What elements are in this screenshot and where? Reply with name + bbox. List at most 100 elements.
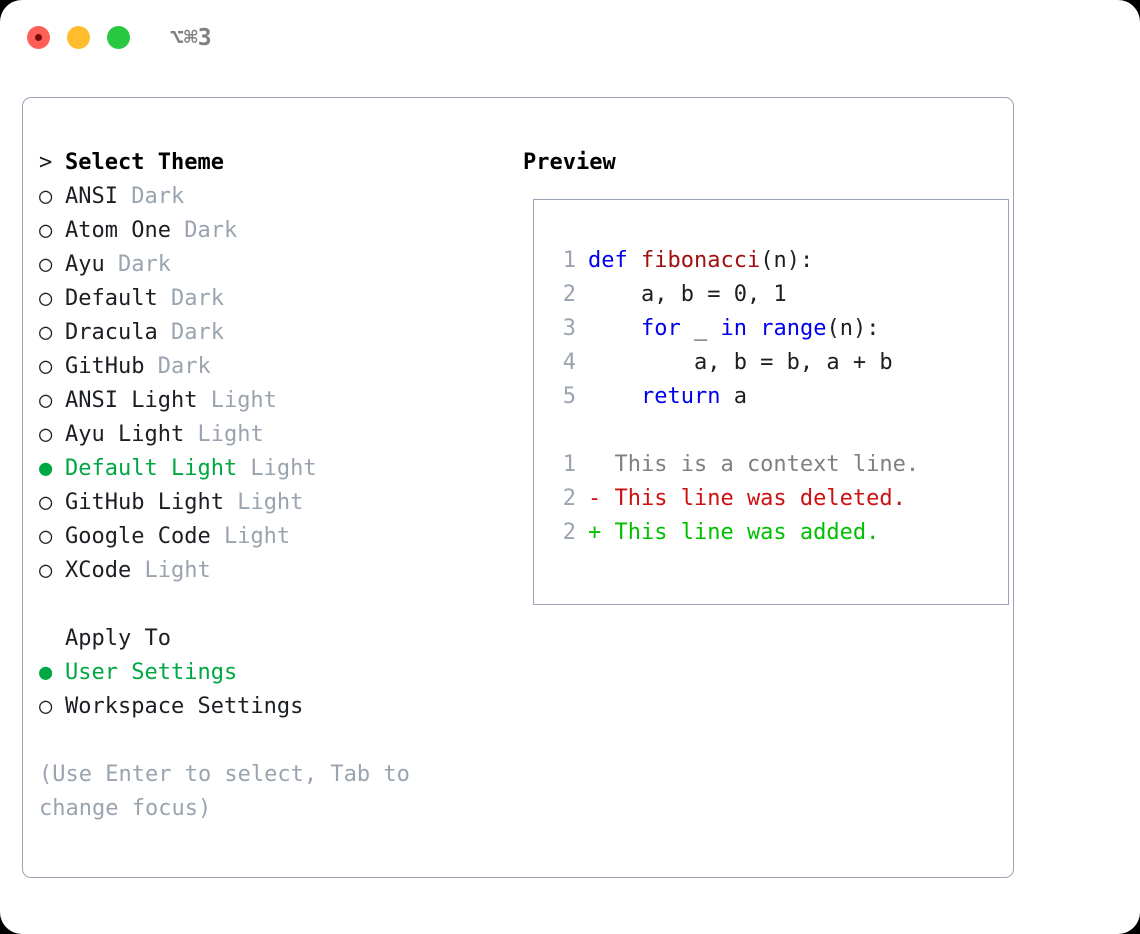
theme-list-item-8[interactable]: ●Default Light Light [39,452,489,486]
code-diff-separator [550,414,919,448]
line-number: 2 [562,486,576,511]
code-token [628,248,641,273]
code-token: range [760,316,827,341]
item-label: Apply To [65,626,171,651]
item-label: Ayu Light [65,422,185,447]
code-line-text: a, b = 0, 1 [576,278,787,312]
item-category-label: Light [184,422,264,447]
code-line-3: 4 a, b = b, a + b [550,346,919,380]
item-category-label: Dark [157,286,224,311]
item-category-label: Light [197,388,277,413]
code-line-text: return a [576,380,747,414]
close-button-icon[interactable] [27,26,50,49]
apply-to-item-1[interactable]: ○ Workspace Settings [39,690,489,724]
theme-list-item-10[interactable]: ○Google Code Light [39,520,489,554]
radio-selected-icon: ● [39,660,53,685]
code-line-text: for _ in range(n): [576,312,879,346]
item-label: User Settings [65,660,238,685]
code-token [588,384,641,409]
line-number: 2 [562,520,576,545]
item-label: GitHub [65,354,145,379]
preview-title: Preview [523,150,616,175]
radio-unselected-icon: ○ [39,286,53,311]
apply-to-item-0[interactable]: ● User Settings [39,656,489,690]
apply-to-header: Apply To [39,622,489,656]
radio-unselected-icon: ○ [39,558,53,583]
diff-line-2: 2 + This line was added. [550,516,919,550]
minimize-button-icon[interactable] [67,26,90,49]
line-number: 5 [562,384,576,409]
code-token: + This line was added. [588,520,880,545]
code-line-text: + This line was added. [576,516,879,550]
radio-unselected-icon: ○ [39,694,53,719]
item-label: Ayu [65,252,105,277]
code-token: (n): [760,248,814,273]
item-category-label: Dark [157,320,224,345]
line-number: 2 [562,282,576,307]
window-controls [27,26,130,49]
code-token: for [640,316,681,341]
hint-gap [39,724,489,758]
code-token: in [720,316,747,341]
code-line-2: 3 for _ in range(n): [550,312,919,346]
code-token [588,316,641,341]
item-label: ANSI [65,184,118,209]
item-label: GitHub Light [65,490,224,515]
theme-list-item-9[interactable]: ○ GitHub Light Light [39,486,489,520]
code-line-text: a, b = b, a + b [576,346,893,380]
apply-to-list[interactable]: Apply To ● User Settings ○ Workspace Setting… [39,622,489,724]
keyboard-hint-text: (Use Enter to select, Tab to change focu… [39,762,410,821]
code-line-text: def fibonacci(n): [576,244,813,278]
code-token: _ [680,316,721,341]
code-line-text: This is a context line. [576,448,919,482]
code-token: a, b = b, a + b [588,350,893,375]
code-token: (n): [826,316,880,341]
item-label: Default Light [65,456,238,481]
theme-list-item-1[interactable]: ○Atom One Dark [39,214,489,248]
diff-line-0: 1 This is a context line. [550,448,919,482]
theme-list-item-11[interactable]: ○XCode Light [39,554,489,588]
item-label: Atom One [65,218,171,243]
theme-list-item-3[interactable]: ○ Default Dark [39,282,489,316]
theme-list-item-0[interactable]: ○ANSI Dark [39,180,489,214]
radio-unselected-icon: ○ [39,388,53,413]
code-line-text: - This line was deleted. [576,482,906,516]
radio-unselected-icon: ○ [39,252,53,277]
code-token: a, b = 0, 1 [588,282,787,307]
diff-line-1: 2 - This line was deleted. [550,482,919,516]
maximize-button-icon[interactable] [107,26,130,49]
item-label: Select Theme [65,150,224,175]
radio-unselected-icon: ○ [39,320,53,345]
item-label: Workspace Settings [65,694,304,719]
item-category-label: Dark [144,354,211,379]
radio-unselected-icon: ○ [39,524,53,549]
theme-list-item-4[interactable]: ○ Dracula Dark [39,316,489,350]
item-category-label: Dark [104,252,171,277]
item-category-label: Light [210,524,291,549]
item-label: XCode [65,558,132,583]
theme-list-item-6[interactable]: ○ANSI Light Light [39,384,489,418]
code-token: - This line was deleted. [588,486,906,511]
item-label: Dracula [65,320,158,345]
code-line-1: 2 a, b = 0, 1 [550,278,919,312]
theme-list-item-5[interactable]: ○GitHub Dark [39,350,489,384]
list-gap [39,588,489,622]
line-number: 4 [562,350,576,375]
item-label: Default [65,286,158,311]
prompt-caret-icon: > [39,150,53,175]
code-token: a [720,384,747,409]
keyboard-shortcut-label: ⌥⌘3 [170,25,212,51]
theme-list-item-2[interactable]: ○ Ayu Dark [39,248,489,282]
code-token: def [588,248,628,273]
theme-list-item-7[interactable]: ○Ayu Light Light [39,418,489,452]
code-token: fibonacci [641,248,761,273]
radio-unselected-icon: ○ [39,490,53,515]
theme-list[interactable]: >Select Theme○ANSI Dark○Atom One Dark○Ay… [39,146,489,588]
title-bar: ⌥⌘3 [0,0,1140,76]
main-panel: >Select Theme○ANSI Dark○Atom One Dark○Ay… [22,97,1014,878]
line-number: 3 [562,316,576,341]
item-category-label: Light [223,490,304,515]
theme-selection-column: >Select Theme○ANSI Dark○Atom One Dark○Ay… [39,146,489,826]
